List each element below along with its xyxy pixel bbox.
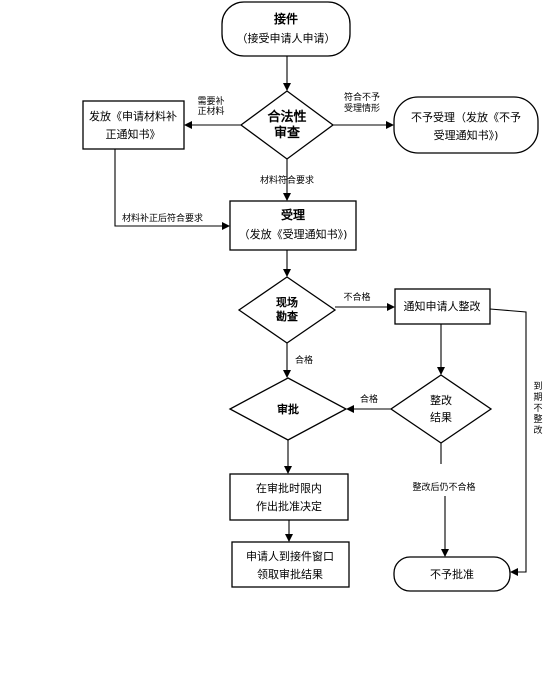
label-not-acceptable-1: 符合不予 [344,91,380,103]
rectification-result-line2: 结果 [430,411,452,424]
accept-title: 受理 [281,207,305,222]
label-overdue-char-1: 到 [533,380,542,392]
accept-node: 受理 （发放《受理通知书》) [229,200,357,251]
make-decision-line2: 作出批准决定 [256,499,322,513]
collect-result-line1: 申请人到接件窗口 [246,549,334,563]
legality-review-line2: 审查 [274,125,301,141]
label-rectification-pass: 合格 [360,393,378,405]
edge-supplement-to-accept [114,149,230,230]
accept-subtitle: （发放《受理通知书》) [239,227,348,241]
supplement-notice-node: 发放《申请材料补 正通知书》 [82,100,185,150]
site-inspection-line1: 现场 [276,295,298,309]
label-still-fail: 整改后仍不合格 [412,481,475,493]
collect-result-node: 申请人到接件窗口 领取审批结果 [231,541,350,588]
label-need-supplement-1: 需要补 [197,95,224,107]
rectification-result-decision: 整改 结果 [389,374,493,444]
label-inspection-pass: 合格 [295,354,313,366]
label-inspection-fail: 不合格 [343,291,370,303]
intake-title: 接件 [274,11,298,26]
legality-review-decision: 合法性 审查 [239,90,335,160]
edge-overdue-to-not-approved [489,308,527,576]
supplement-notice-line2: 正通知书》 [106,127,161,141]
supplement-notice-line1: 发放《申请材料补 [89,109,177,123]
label-need-supplement-2: 正材料 [197,105,224,117]
make-decision-node: 在审批时限内 作出批准决定 [229,473,349,521]
rectification-result-line1: 整改 [430,393,452,407]
collect-result-line2: 领取审批结果 [257,567,323,581]
reject-node: 不予受理（发放《不予 受理通知书》) [393,96,539,154]
intake-node: 接件 （接受申请人申请） [221,1,351,57]
label-overdue-char-4: 整 [533,413,542,425]
label-materials-ok: 材料符合要求 [260,174,314,186]
label-overdue-char-5: 改 [533,424,542,436]
site-inspection-decision: 现场 勘查 [237,276,337,344]
legality-review-line1: 合法性 [267,109,306,125]
label-overdue-char-3: 不 [533,403,542,414]
intake-subtitle: （接受申请人申请） [237,32,336,45]
label-overdue: 到 期 不 整 改 [533,380,542,436]
approval-title: 审批 [277,402,299,416]
reject-line1: 不予受理（发放《不予 [411,110,521,124]
label-overdue-char-2: 期 [533,392,542,403]
make-decision-line1: 在审批时限内 [256,481,322,495]
not-approved-label: 不予批准 [430,567,474,581]
reject-line2: 受理通知书》) [434,128,499,142]
label-not-acceptable-2: 受理情形 [344,102,380,114]
site-inspection-line2: 勘查 [276,309,298,323]
notify-rectification-label: 通知申请人整改 [404,299,481,313]
not-approved-node: 不予批准 [393,556,511,592]
notify-rectification-node: 通知申请人整改 [394,288,491,325]
label-supplemented-ok: 材料补正后符合要求 [122,212,203,224]
approval-decision: 审批 [228,377,348,441]
